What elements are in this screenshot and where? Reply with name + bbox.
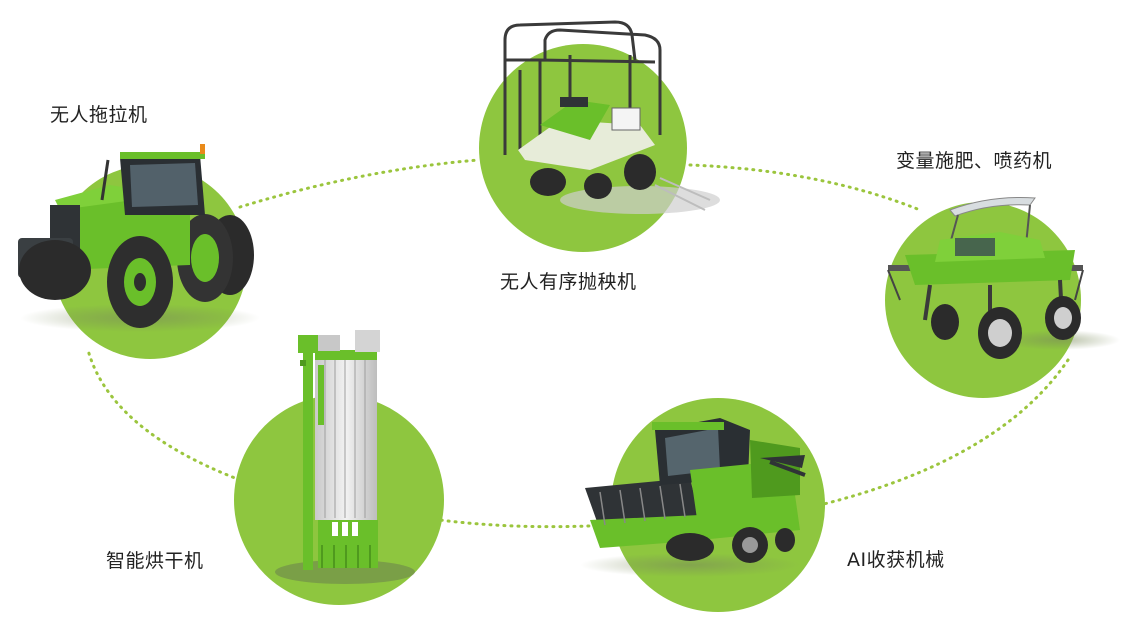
connector-dryer-tractor bbox=[86, 348, 242, 482]
connector-sprayer-harvester bbox=[818, 358, 1070, 507]
grain-dryer-icon bbox=[275, 330, 415, 584]
connector-harvester-dryer bbox=[438, 518, 612, 529]
tractor-icon bbox=[18, 144, 260, 332]
connector-lines bbox=[86, 158, 1070, 529]
connector-tractor-transplanter bbox=[238, 158, 480, 209]
rice-transplanter-icon bbox=[503, 20, 720, 214]
label-sprayer: 变量施肥、喷药机 bbox=[896, 150, 1053, 172]
label-harvester: AI收获机械 bbox=[847, 549, 945, 571]
label-tractor: 无人拖拉机 bbox=[50, 104, 148, 126]
connector-transplanter-sprayer bbox=[688, 163, 922, 212]
label-transplanter: 无人有序抛秧机 bbox=[500, 271, 637, 293]
label-dryer: 智能烘干机 bbox=[106, 550, 204, 572]
sprayer-icon bbox=[887, 197, 1120, 359]
combine-harvester-icon bbox=[580, 418, 806, 577]
disc-sprayer bbox=[885, 202, 1081, 398]
